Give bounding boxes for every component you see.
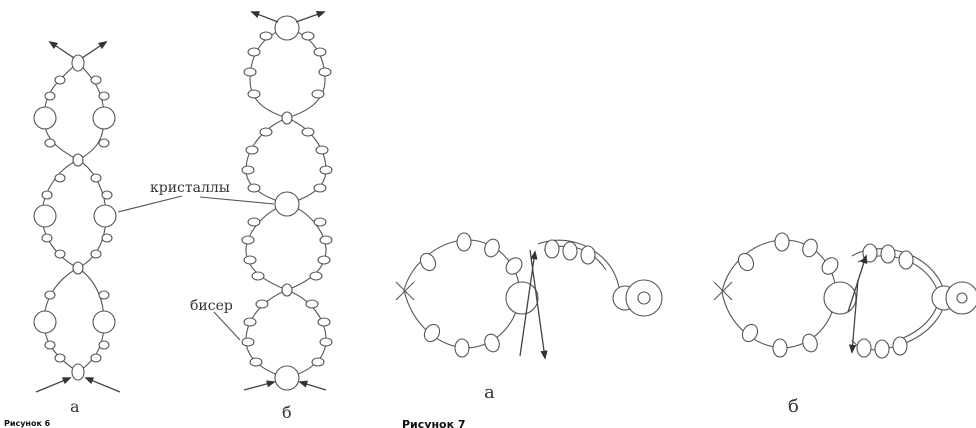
figure-6-caption: Рисунок 6 — [4, 419, 51, 428]
figure-7b-diagram: б — [713, 232, 976, 417]
figure-7a-label: а — [484, 382, 495, 403]
label-crystals: кристаллы — [150, 180, 230, 196]
figure-6b-label: б — [282, 403, 292, 422]
figure-7b-label: б — [788, 396, 799, 417]
label-beads: бисер — [190, 298, 233, 314]
figure-6a-label: а — [70, 397, 80, 416]
figure-7a-diagram: а Рисунок 7 — [395, 232, 663, 428]
figure-6b-chain — [241, 11, 333, 391]
figure-6a-chain — [33, 40, 121, 393]
figure-6-labels: кристаллы бисер а б Рисунок 6 — [4, 180, 292, 428]
figure-7-caption: Рисунок 7 — [402, 418, 466, 428]
